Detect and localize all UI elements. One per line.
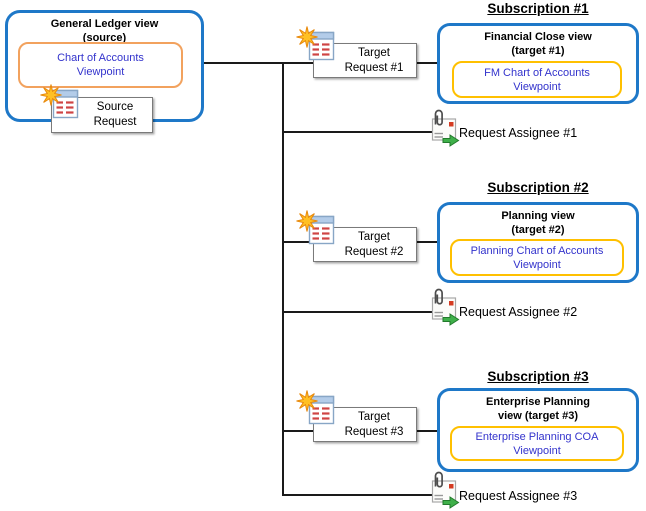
subscription-1-viewpoint-box: FM Chart of Accounts Viewpoint [452, 61, 622, 98]
source-request-line2: Request [93, 116, 137, 128]
target-request-2-line1: Target [358, 230, 390, 243]
subscription-1-viewpoint-line2: Viewpoint [513, 80, 561, 93]
connector-to-assignee1 [283, 131, 435, 133]
target-request-3-icon [296, 390, 335, 425]
source-view-title: General Ledger view (source) [8, 13, 201, 45]
subscription-2-viewpoint-line1: Planning Chart of Accounts [470, 244, 604, 257]
assignee-2-label: Request Assignee #2 [459, 305, 578, 319]
connector-to-assignee3 [283, 494, 435, 496]
subscription-3-view-title-line2: view (target #3) [497, 410, 579, 422]
target-request-2-icon [296, 210, 335, 245]
target-request-1-icon [296, 26, 335, 61]
subscription-2-viewpoint-line2: Viewpoint [513, 258, 561, 271]
subscription-1-view-title: Financial Close view (target #1) [440, 26, 636, 58]
connector-trunk [282, 62, 284, 496]
connector-to-assignee2 [283, 311, 435, 313]
source-viewpoint-line1: Chart of Accounts [57, 52, 144, 64]
assignee-2-icon [431, 288, 460, 326]
subscription-2-header: Subscription #2 [487, 180, 589, 195]
assignee-3-icon [431, 471, 460, 509]
subscription-3-view-title: Enterprise Planning view (target #3) [440, 391, 636, 423]
subscription-1-view-title-line1: Financial Close view [484, 31, 592, 43]
target-request-3-line2: Request #3 [344, 425, 404, 438]
assignee-3-label: Request Assignee #3 [459, 489, 578, 503]
source-request-box: Source Request [51, 97, 153, 133]
subscription-3-viewpoint-line2: Viewpoint [513, 444, 561, 457]
source-view-title-line1: General Ledger view [50, 18, 159, 30]
target-request-1-line1: Target [358, 46, 390, 59]
subscription-1-viewpoint-line1: FM Chart of Accounts [484, 66, 590, 79]
target-request-3-line1: Target [358, 410, 390, 423]
assignee-1-label: Request Assignee #1 [459, 126, 578, 140]
source-viewpoint-box: Chart of Accounts Viewpoint [18, 42, 183, 88]
source-request-icon [40, 84, 79, 119]
subscription-3-viewpoint-line1: Enterprise Planning COA [475, 430, 599, 443]
subscription-3-viewpoint-box: Enterprise Planning COA Viewpoint [450, 426, 624, 461]
subscription-1-header: Subscription #1 [487, 1, 589, 16]
subscription-2-viewpoint-box: Planning Chart of Accounts Viewpoint [450, 239, 624, 276]
subscription-2-view-title: Planning view (target #2) [440, 205, 636, 237]
source-request-line1: Source [96, 101, 134, 113]
assignee-1-icon [431, 109, 460, 147]
subscription-3-header: Subscription #3 [487, 369, 589, 384]
target-request-3-box: Target Request #3 [313, 407, 417, 442]
subscription-2-view-title-line2: (target #2) [511, 224, 565, 236]
target-request-2-line2: Request #2 [344, 245, 404, 258]
subscription-1-view-title-line2: (target #1) [511, 45, 565, 57]
source-viewpoint-line2: Viewpoint [76, 66, 125, 78]
target-request-1-line2: Request #1 [344, 61, 404, 74]
source-view-title-line2: (source) [82, 32, 127, 44]
subscription-3-view-title-line1: Enterprise Planning [486, 396, 590, 408]
subscription-2-view-title-line1: Planning view [501, 210, 575, 222]
